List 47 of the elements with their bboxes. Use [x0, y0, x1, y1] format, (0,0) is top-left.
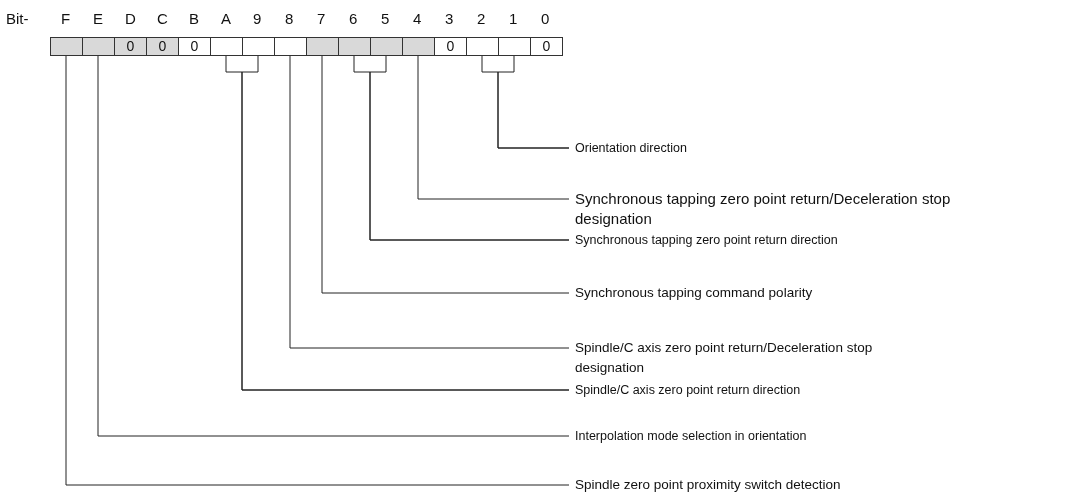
- bit-description: Spindle/C axis zero point return/Deceleration stop designation: [575, 338, 915, 378]
- bit-cell: [370, 37, 403, 56]
- bit-number: 6: [349, 10, 358, 27]
- bit-cell: 0: [146, 37, 179, 56]
- bit-cell: [402, 37, 435, 56]
- bit-number: 4: [413, 10, 422, 27]
- bit-description: Spindle zero point proximity switch detection: [575, 475, 975, 495]
- leader-line: [321, 55, 570, 294]
- bit-number: 0: [541, 10, 550, 27]
- bit-number: F: [61, 10, 71, 27]
- bit-cell: 0: [114, 37, 147, 56]
- bit-cell: [242, 37, 275, 56]
- bit-cell: [498, 37, 531, 56]
- bit-number: C: [157, 10, 168, 27]
- bit-description: Synchronous tapping zero point return direction: [575, 230, 975, 250]
- leader-line: [289, 55, 570, 349]
- bit-description: Spindle/C axis zero point return direction: [575, 380, 975, 400]
- leader-line: [97, 55, 570, 437]
- bit-number: 5: [381, 10, 390, 27]
- bit-number: A: [221, 10, 231, 27]
- bit-number: 7: [317, 10, 326, 27]
- leader-line: [497, 55, 570, 149]
- leader-line: [417, 55, 570, 200]
- bit-cell: 0: [434, 37, 467, 56]
- bit-number: 9: [253, 10, 262, 27]
- bit-prefix: Bit-: [6, 10, 29, 27]
- leader-line: [65, 55, 570, 486]
- bit-description: Synchronous tapping zero point return/Deceleration stop designation: [575, 189, 1015, 229]
- bit-description: Synchronous tapping command polarity: [575, 283, 975, 303]
- bit-cell: 0: [178, 37, 211, 56]
- bit-description: Interpolation mode selection in orientation: [575, 426, 975, 446]
- bit-cell: 0: [530, 37, 563, 56]
- bit-cell: [306, 37, 339, 56]
- bit-number: 3: [445, 10, 454, 27]
- bit-cell: [466, 37, 499, 56]
- bit-cell: [274, 37, 307, 56]
- bit-number: 8: [285, 10, 294, 27]
- bit-cell: [338, 37, 371, 56]
- bit-number: E: [93, 10, 103, 27]
- bit-cell: [82, 37, 115, 56]
- bit-number: D: [125, 10, 136, 27]
- bit-cell: [50, 37, 83, 56]
- bit-number: B: [189, 10, 199, 27]
- bit-description: Orientation direction: [575, 138, 875, 158]
- bit-number: 2: [477, 10, 486, 27]
- bit-cell: [210, 37, 243, 56]
- bit-number: 1: [509, 10, 518, 27]
